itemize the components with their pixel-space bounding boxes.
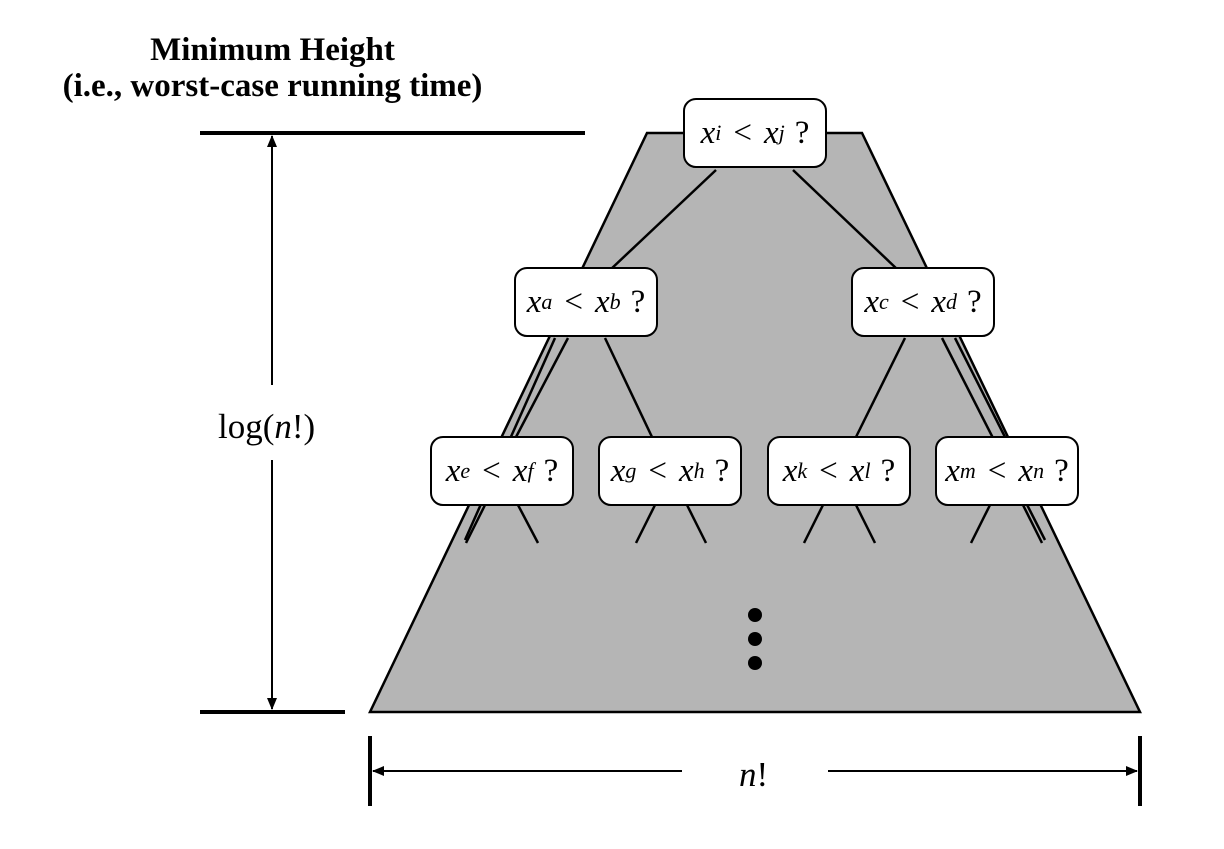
node-l1a-question: ?: [630, 283, 646, 320]
node-l1b-left-var: x: [864, 283, 879, 320]
node-l1a-op: <: [564, 283, 583, 320]
width-label-suffix: !: [756, 755, 769, 794]
node-l2b-right-var: x: [678, 452, 694, 489]
node-l2a-question: ?: [543, 452, 559, 489]
width-label: n!: [737, 755, 771, 795]
node-l2b-left-var: x: [610, 452, 626, 489]
node-l2a-right-var: x: [512, 452, 528, 489]
node-l1b-question: ?: [967, 283, 982, 320]
height-label-prefix: log(: [218, 407, 275, 446]
tree-shape: [368, 131, 1142, 714]
node-l1a-left-var: x: [526, 283, 542, 320]
node-root-question: ?: [794, 114, 810, 151]
title-line-2: (i.e., worst-case running time): [62, 68, 483, 104]
node-l2d-right-var: x: [1018, 452, 1034, 489]
node-l2b-op: <: [648, 452, 667, 489]
node-l2c-op: <: [819, 452, 838, 489]
height-label: log(n!): [218, 405, 316, 449]
ellipsis-dots: [748, 608, 762, 670]
node-root-right-var: x: [763, 114, 779, 151]
node-l2a-left-var: x: [445, 452, 461, 489]
node-l2d-question: ?: [1054, 452, 1069, 489]
node-l2d-left-var: x: [945, 452, 960, 489]
node-l1b-op: <: [900, 283, 920, 320]
node-l2a-op: <: [482, 452, 501, 489]
node-l1b-right-var: x: [931, 283, 947, 320]
node-l2c-question: ?: [880, 452, 896, 489]
node-root-left-var: x: [700, 114, 716, 151]
node-root-op: <: [733, 114, 752, 151]
width-label-var: n: [739, 755, 757, 794]
node-l2d-op: <: [987, 452, 1007, 489]
node-l2c-right-var: x: [849, 452, 865, 489]
height-label-var: n: [274, 407, 292, 446]
node-l2c-left-var: x: [782, 452, 798, 489]
tree-edges: [464, 169, 1044, 544]
height-label-suffix: !): [291, 407, 316, 446]
node-l1a-right-var: x: [594, 283, 610, 320]
title-line-1: Minimum Height: [150, 32, 395, 68]
node-l2b-question: ?: [714, 452, 730, 489]
